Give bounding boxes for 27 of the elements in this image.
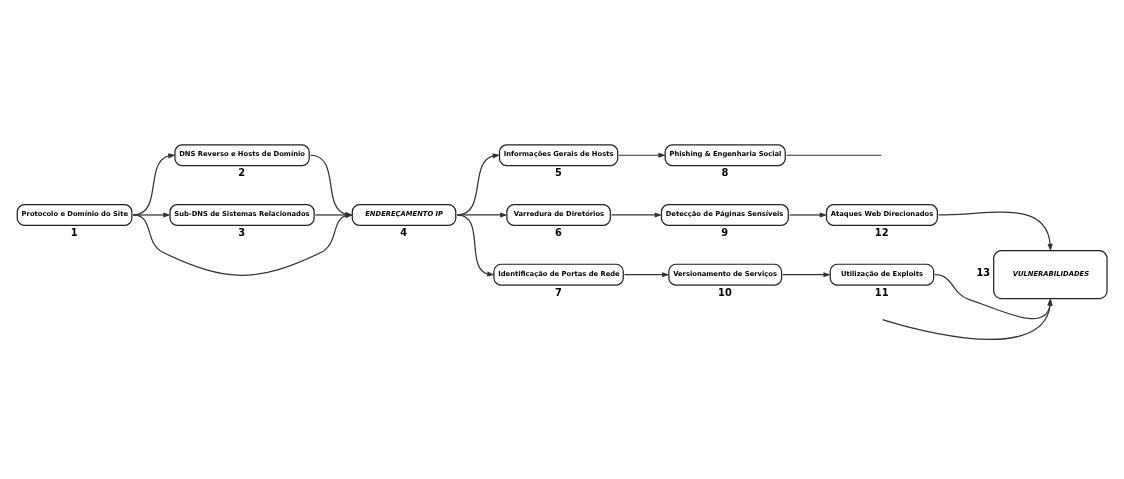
node-label: 9 — [721, 226, 729, 238]
node-label: 11 — [874, 286, 889, 298]
node-label: 10 — [718, 286, 732, 298]
node-label: 3 — [238, 226, 246, 238]
arrow — [623, 271, 670, 277]
arrow — [610, 211, 663, 218]
arrow — [934, 273, 1053, 319]
node-label: 7 — [554, 286, 562, 298]
arrow — [456, 213, 495, 277]
node-label: 4 — [400, 226, 408, 238]
node-label: 5 — [554, 166, 562, 178]
connector — [785, 154, 882, 156]
node-label: 13 — [976, 266, 991, 278]
arrow — [782, 271, 831, 277]
node-label: 6 — [554, 226, 562, 238]
arrow — [456, 211, 508, 218]
arrow — [618, 152, 666, 158]
node-label: 1 — [70, 226, 78, 238]
arrow — [132, 211, 171, 218]
arrow — [456, 152, 501, 216]
node-label: 12 — [874, 226, 889, 238]
node-label: 8 — [721, 166, 729, 178]
arrow — [132, 152, 176, 216]
arrow — [937, 211, 1053, 251]
arrow — [788, 211, 828, 218]
node-label: 2 — [238, 166, 246, 178]
arrow — [881, 297, 1053, 340]
